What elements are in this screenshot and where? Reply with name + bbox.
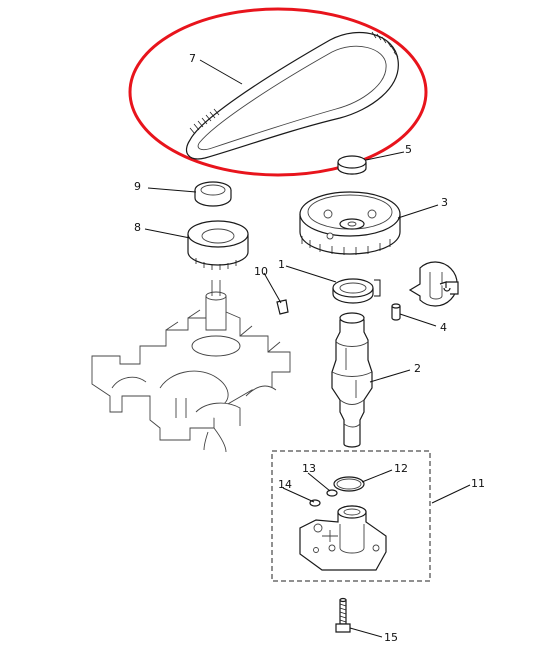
bolt[interactable] <box>335 597 351 633</box>
seal-detail-callout <box>408 261 459 307</box>
leader-lines <box>144 59 471 638</box>
callout-11: 11 <box>471 477 485 490</box>
seal-ring-9[interactable] <box>194 181 232 207</box>
dowel-pin[interactable] <box>391 303 401 321</box>
callout-15: 15 <box>384 631 398 644</box>
pump-housing[interactable] <box>299 505 387 571</box>
pulley-cap[interactable] <box>337 155 367 175</box>
o-ring-13[interactable] <box>326 489 338 497</box>
callout-9: 9 <box>134 180 141 193</box>
callout-5: 5 <box>405 143 412 156</box>
engine-block <box>91 280 291 453</box>
callout-4: 4 <box>440 321 447 334</box>
camshaft-pulley[interactable] <box>299 191 401 255</box>
oil-seal[interactable] <box>332 278 381 304</box>
callout-7: 7 <box>189 52 196 65</box>
callout-3: 3 <box>441 196 448 209</box>
callout-2: 2 <box>414 362 421 375</box>
callout-14: 14 <box>278 478 292 491</box>
callout-8: 8 <box>134 221 141 234</box>
callout-13: 13 <box>302 462 316 475</box>
o-ring-12[interactable] <box>333 476 365 492</box>
camshaft[interactable] <box>331 312 373 448</box>
woodruff-key[interactable] <box>276 299 289 315</box>
callout-10: 10 <box>254 265 268 278</box>
timing-belt[interactable] <box>185 31 399 160</box>
bearing-housing[interactable] <box>187 220 249 270</box>
callout-12: 12 <box>394 462 408 475</box>
callout-1: 1 <box>278 258 285 271</box>
highlight-ellipse <box>128 7 428 177</box>
